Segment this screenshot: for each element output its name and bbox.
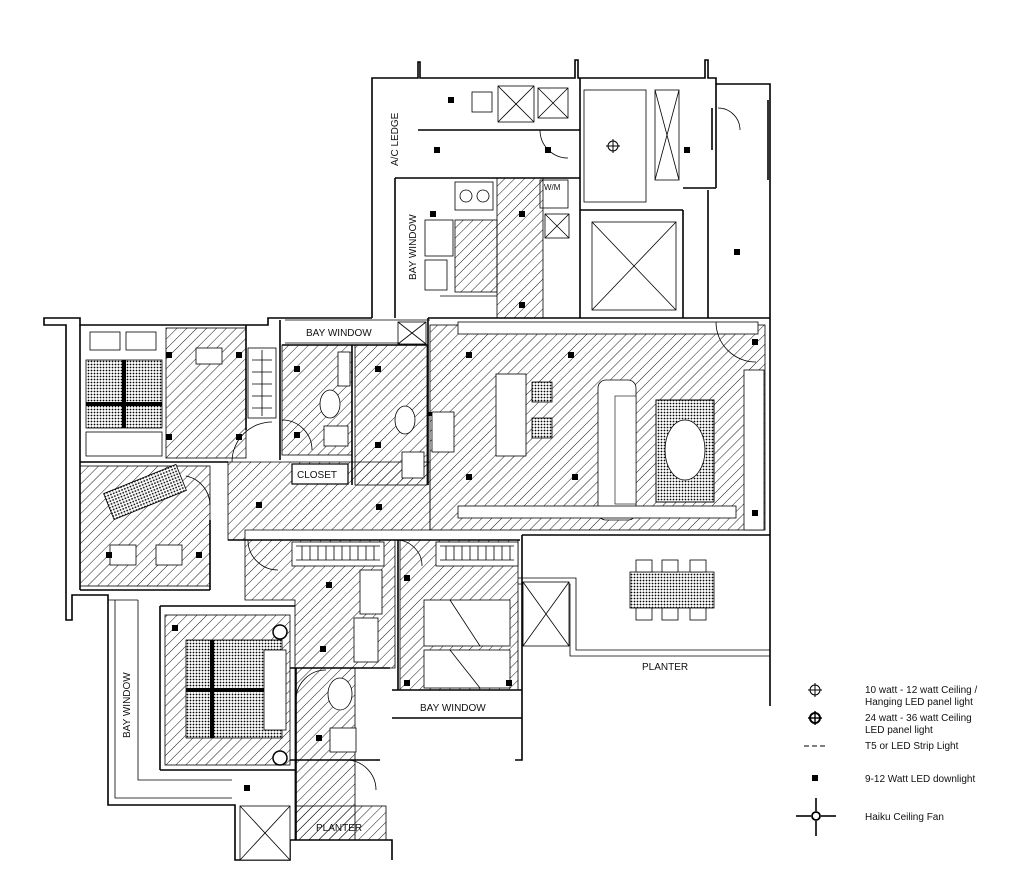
panel-light-icon (808, 711, 822, 725)
closet-box (291, 463, 349, 485)
downlight-icon (172, 625, 178, 631)
downlight-icon (166, 434, 172, 440)
downlight-icon (376, 504, 382, 510)
closet-label: CLOSET (297, 470, 337, 481)
ceiling-light-icon (808, 683, 822, 697)
legend-label: 10 watt - 12 watt Ceiling / (865, 685, 977, 696)
downlight-icon (466, 352, 472, 358)
study-desk (103, 463, 187, 521)
legend: 10 watt - 12 watt Ceiling / Hanging LED … (796, 683, 977, 836)
legend-label: 9-12 Watt LED downlight (865, 774, 975, 785)
tv-console (431, 411, 455, 453)
downlight-icon (404, 680, 410, 686)
fridge (424, 219, 454, 257)
service-fixtures (397, 85, 769, 345)
lighting (106, 97, 758, 791)
downlight-icon (506, 680, 512, 686)
legend-label: 24 watt - 36 watt Ceiling (865, 713, 972, 724)
living-room-floor (429, 324, 766, 531)
downlight-icon (568, 352, 574, 358)
kitchen-sink (424, 259, 448, 291)
washer-label: W/M (544, 183, 561, 192)
room-labels: A/C LEDGE BAY WINDOW BAY WINDOW CLOSET B… (122, 112, 688, 834)
lift-car-2 (591, 221, 677, 311)
downlight-icon (752, 339, 758, 345)
downlight-icon (404, 575, 410, 581)
dining-table (495, 373, 527, 457)
downlight-icon (294, 432, 300, 438)
bay-window-top-label: BAY WINDOW (306, 328, 372, 339)
downlight-icon (448, 97, 454, 103)
stool-1 (531, 381, 553, 403)
interior-walls (79, 78, 770, 840)
downlight-icon (572, 474, 578, 480)
master-bedroom-floor (165, 327, 247, 459)
planter-right-label: PLANTER (642, 662, 688, 673)
living-fixtures (431, 321, 765, 647)
downlight-icon (236, 434, 242, 440)
lift-car-1 (654, 89, 680, 181)
downlight-icon (519, 302, 525, 308)
legend-label: T5 or LED Strip Light (865, 741, 959, 752)
room-fixtures (85, 331, 519, 861)
ledge-bottom (457, 505, 737, 519)
downlight-icon (196, 552, 202, 558)
stove (454, 181, 494, 211)
window-ledge (743, 369, 765, 531)
downlight-icon (375, 442, 381, 448)
dining-set (629, 571, 715, 609)
downlight-icon (812, 775, 818, 781)
downlight-icon (326, 582, 332, 588)
downlight-icon (256, 502, 262, 508)
stool-2 (531, 417, 553, 439)
downlight-icon (166, 352, 172, 358)
downlight-icon (752, 510, 758, 516)
downlight-icon (375, 366, 381, 372)
ceiling-light-icon (606, 139, 620, 153)
downlight-icon (236, 352, 242, 358)
downlight-icon (320, 646, 326, 652)
planter-bottom-label: PLANTER (316, 823, 362, 834)
downlight-icon (734, 249, 740, 255)
downlight-icon (106, 552, 112, 558)
kitchen-floor (496, 177, 544, 319)
ac-ledge-box (397, 321, 427, 345)
downlight-icon (316, 735, 322, 741)
ac-ledge-label: A/C LEDGE (390, 112, 401, 166)
ceiling-fan-icon (796, 798, 836, 836)
legend-label: LED panel light (865, 725, 933, 736)
legend-label: Haiku Ceiling Fan (865, 812, 944, 823)
downlight-icon (434, 147, 440, 153)
downlight-icon (294, 366, 300, 372)
downlight-icon (519, 211, 525, 217)
washer (539, 179, 569, 209)
shaft-box-1 (497, 85, 535, 123)
bed-3b (423, 649, 511, 689)
downlight-icon (244, 785, 250, 791)
bay-window-bottom-label: BAY WINDOW (420, 703, 486, 714)
downlight-icon (466, 474, 472, 480)
kitchen-floor-2 (454, 219, 498, 293)
cabinet-x (544, 213, 570, 239)
downlight-icon (684, 147, 690, 153)
lift-lobby (583, 89, 647, 203)
legend-label: Hanging LED panel light (865, 697, 973, 708)
ledge-top (457, 321, 759, 335)
downlight-icon (545, 147, 551, 153)
shaft-box-2 (537, 87, 569, 119)
household-sink (471, 91, 493, 113)
bay-window-left-label: BAY WINDOW (122, 672, 133, 738)
bay-window-kitchen-label: BAY WINDOW (408, 214, 419, 280)
bed-3a (423, 599, 511, 647)
downlight-icon (430, 211, 436, 217)
